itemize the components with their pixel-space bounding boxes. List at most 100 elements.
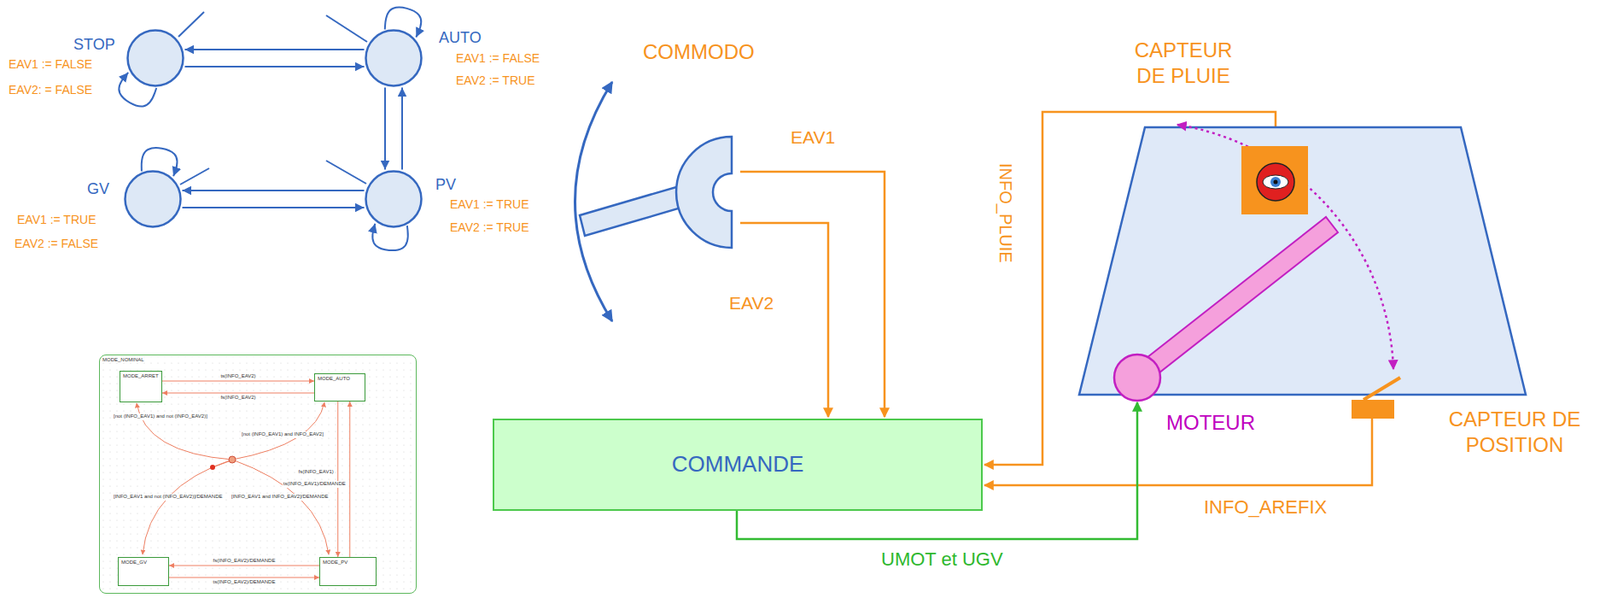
state-circle: PVEAV1 := TRUEEAV2 := TRUE bbox=[364, 169, 423, 228]
statechart-transition bbox=[162, 380, 315, 382]
transition-arrow bbox=[181, 206, 364, 209]
windshield bbox=[1079, 127, 1526, 395]
state-circle-shape bbox=[125, 171, 182, 228]
state-name: STOP bbox=[73, 35, 116, 55]
signal-name: INFO_AREFIX bbox=[1203, 495, 1327, 520]
state-label: MODE_ARRET bbox=[122, 373, 159, 380]
thumbnail-grid bbox=[100, 356, 415, 592]
statechart-transition bbox=[162, 392, 315, 394]
state-label: MODE_PV bbox=[322, 559, 348, 566]
transition-arrow bbox=[184, 65, 364, 68]
circle-outline bbox=[364, 29, 423, 88]
sensor-eye-white bbox=[1262, 175, 1289, 189]
output-assignment: EAV1 := TRUE bbox=[449, 197, 529, 212]
junction-curve bbox=[232, 459, 329, 555]
position-sensor bbox=[1351, 399, 1395, 419]
wire bbox=[984, 418, 1373, 485]
state-box: MODE_ARRET bbox=[119, 370, 163, 403]
junction-curves bbox=[136, 402, 329, 555]
initial-dot bbox=[210, 464, 216, 470]
rotation-arrow bbox=[575, 81, 614, 322]
output-assignment: EAV2 := FALSE bbox=[14, 236, 99, 252]
statechart-transition bbox=[169, 577, 320, 579]
state-box: MODE_GV bbox=[117, 556, 170, 586]
initial-link bbox=[212, 461, 229, 468]
commodo-head bbox=[676, 136, 732, 248]
part-label: MOTEUR bbox=[1166, 409, 1256, 436]
sensor-iris bbox=[1270, 176, 1281, 187]
transition-label: fs(INFO_EAV2)/DEMANDE bbox=[212, 557, 277, 565]
circle-outline bbox=[123, 169, 182, 228]
state-label: MODE_AUTO bbox=[317, 375, 351, 382]
wire bbox=[740, 171, 885, 417]
state-circle: GVEAV1 := TRUEEAV2 := FALSE bbox=[123, 169, 182, 228]
state-box: MODE_AUTO bbox=[314, 373, 366, 402]
junction-curve bbox=[232, 402, 325, 460]
output-assignment: EAV2 := TRUE bbox=[449, 220, 529, 235]
transition-label: ts(INFO_EAV2)/DEMANDE bbox=[212, 578, 277, 586]
state-name: AUTO bbox=[438, 29, 482, 48]
transition-arrow bbox=[141, 147, 178, 176]
output-assignment: EAV1 := TRUE bbox=[17, 212, 96, 228]
circle-outline bbox=[364, 169, 423, 228]
transition-arrow bbox=[372, 223, 409, 251]
wire bbox=[740, 222, 829, 417]
state-circle-shape bbox=[366, 30, 422, 87]
part-label: COMMODO bbox=[642, 39, 755, 65]
output-assignment: EAV1 := FALSE bbox=[8, 57, 93, 72]
state-circle: AUTOEAV1 := FALSEEAV2 := TRUE bbox=[364, 29, 423, 88]
signal-name: EAV2 bbox=[729, 291, 774, 315]
initial-stroke bbox=[180, 168, 210, 185]
state-name: PV bbox=[435, 175, 456, 195]
junction-dot bbox=[228, 455, 236, 463]
state-circle-shape bbox=[128, 30, 184, 87]
initial-stroke bbox=[178, 11, 205, 37]
transition-arrow bbox=[384, 87, 386, 170]
sensor-eye bbox=[1256, 163, 1295, 201]
transition-arrow bbox=[118, 72, 157, 107]
guard-label: [not (INFO_EAV1) and not (INFO_EAV2)] bbox=[112, 413, 209, 421]
statechart-transition bbox=[169, 565, 320, 567]
transition-label: fs(INFO_EAV2) bbox=[219, 394, 257, 402]
power-wire bbox=[736, 402, 1138, 539]
circle-outline bbox=[126, 29, 185, 88]
state-box: MODE_PV bbox=[319, 556, 377, 586]
transition-arrow bbox=[181, 189, 364, 192]
motor bbox=[1114, 354, 1161, 401]
initial-stroke bbox=[326, 160, 367, 184]
statechart-transition bbox=[349, 401, 351, 557]
state-label: COMMANDE bbox=[671, 450, 805, 478]
transition-label: ts(INFO_EAV1)/DEMANDE bbox=[282, 480, 347, 488]
rain-sensor bbox=[1241, 145, 1309, 215]
transition-arrow bbox=[401, 87, 403, 170]
statechart-transition bbox=[337, 401, 339, 557]
output-assignment: EAV1 := FALSE bbox=[455, 51, 540, 66]
sensor-lever bbox=[1363, 377, 1401, 400]
signal-name: EAV1 bbox=[790, 126, 836, 149]
part-label: CAPTEUR DE POSITION bbox=[1441, 406, 1589, 458]
output-assignment: EAV2: = FALSE bbox=[8, 82, 93, 98]
part-label: CAPTEUR DE PLUIE bbox=[1125, 37, 1242, 89]
guard-label: [INFO_EAV1 and INFO_EAV2]/DEMANDE bbox=[230, 493, 329, 501]
commodo-handle bbox=[579, 186, 682, 236]
statechart-frame: MODE_NOMINAL MODE_ARRET MODE_AUTO MODE_GV MO… bbox=[99, 354, 417, 594]
signal-name: UMOT et UGV bbox=[881, 547, 1004, 572]
junction-curve bbox=[142, 459, 233, 555]
state-label: MODE_GV bbox=[121, 559, 147, 566]
state-circle: STOPEAV1 := FALSEEAV2: = FALSE bbox=[126, 29, 185, 88]
signal-name: INFO_PLUIE bbox=[994, 163, 1017, 263]
transition-label: ts(INFO_EAV2) bbox=[219, 373, 257, 380]
guard-label: [INFO_EAV1 and not (INFO_EAV2)]/DEMANDE bbox=[112, 493, 224, 501]
state-circle-shape bbox=[366, 171, 422, 228]
state-label: MODE_NOMINAL bbox=[102, 356, 145, 363]
transition-label: fs(INFO_EAV1) bbox=[297, 468, 335, 476]
sensor-pupil bbox=[1273, 180, 1279, 185]
initial-strokes bbox=[178, 11, 368, 185]
junction-curve bbox=[136, 402, 233, 460]
output-assignment: EAV2 := TRUE bbox=[455, 73, 535, 88]
state-name: GV bbox=[87, 180, 110, 199]
transition-arrow bbox=[385, 7, 422, 38]
control-box: COMMANDE bbox=[492, 418, 983, 511]
